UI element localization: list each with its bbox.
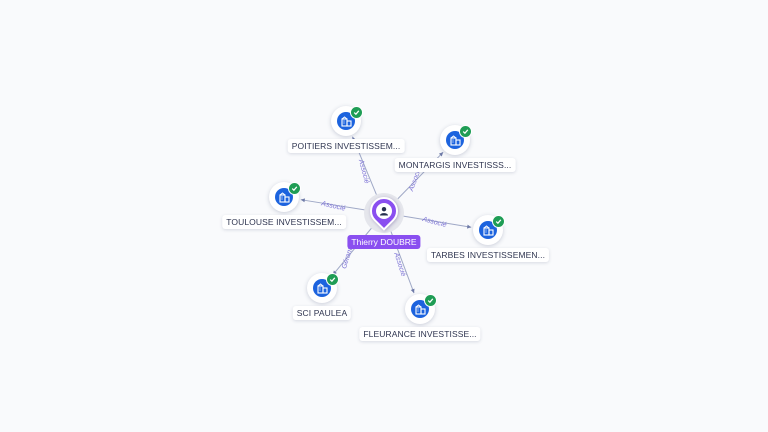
edge-line — [401, 215, 472, 228]
company-name-label: TARBES INVESTISSEMEN... — [426, 248, 550, 262]
company-name-label: MONTARGIS INVESTISSS... — [394, 158, 516, 172]
company-name-label: TOULOUSE INVESTISSEM... — [222, 215, 346, 229]
company-name-label: POITIERS INVESTISSEM... — [287, 139, 405, 153]
edge-relation-label: Associé — [392, 251, 407, 278]
edge-relation-label: Gérant — [341, 246, 355, 270]
verified-check-icon — [492, 215, 505, 228]
edge-line — [300, 199, 367, 211]
edge-arrow — [438, 152, 444, 157]
verified-check-icon — [288, 182, 301, 195]
company-name-label: SCI PAULEA — [292, 306, 352, 320]
verified-check-icon — [424, 294, 437, 307]
edge-relation-label: Associé — [357, 158, 370, 185]
edge-line — [332, 226, 373, 276]
edge-arrow — [466, 224, 472, 229]
edge-relation-label: Associé — [421, 216, 448, 229]
edge-arrow — [410, 288, 415, 294]
verified-check-icon — [326, 273, 339, 286]
edge-arrow — [300, 198, 306, 203]
edge-relation-label: Associé — [320, 200, 347, 213]
person-name-label: Thierry DOUBRE — [347, 235, 421, 249]
company-name-label: FLEURANCE INVESTISSE... — [359, 327, 481, 341]
verified-check-icon — [459, 125, 472, 138]
person-icon — [376, 203, 392, 219]
verified-check-icon — [350, 106, 363, 119]
